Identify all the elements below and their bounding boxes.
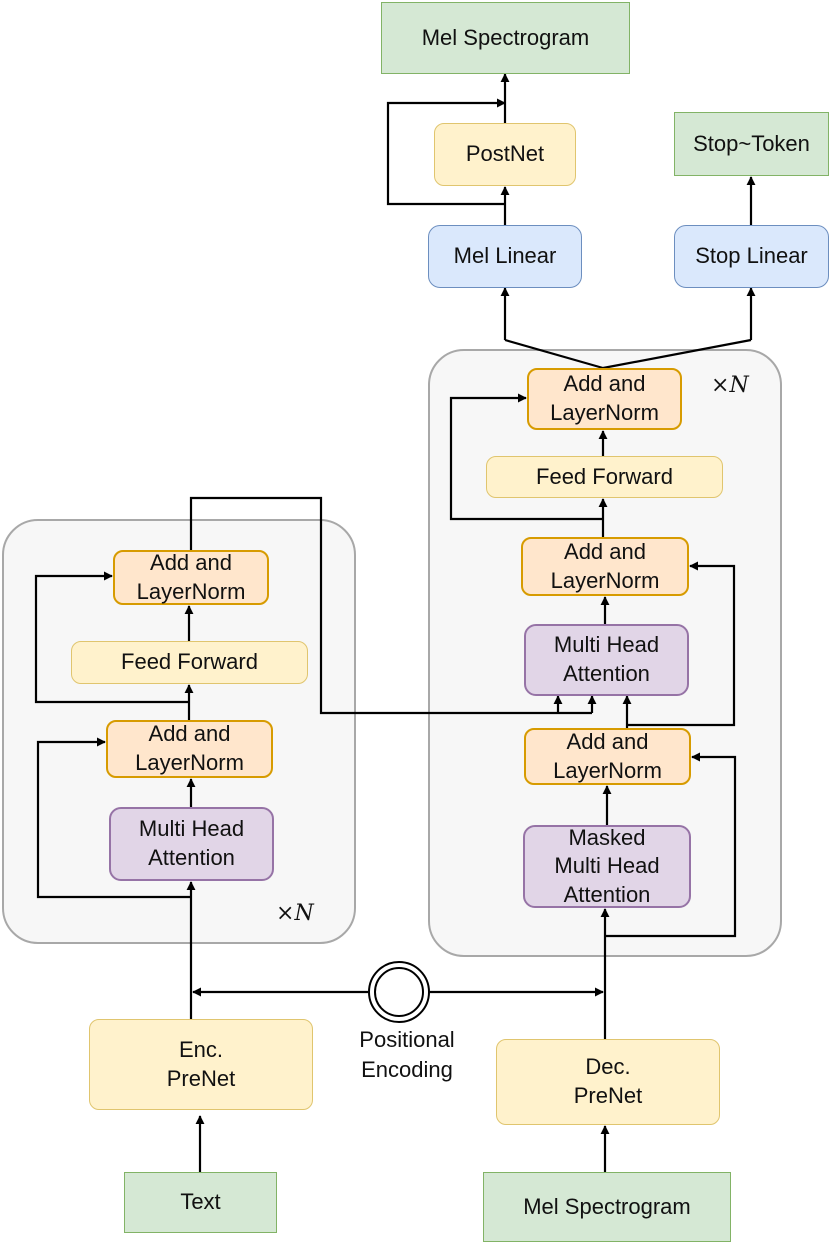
decoder-feed-forward: Feed Forward [486, 456, 723, 498]
stop-linear-block: Stop Linear [674, 225, 829, 288]
decoder-masked-attention: Masked Multi Head Attention [523, 825, 691, 908]
dec-residual-3 [449, 393, 603, 521]
enc-residual-1 [36, 737, 191, 899]
mel-linear-block: Mel Linear [428, 225, 582, 288]
mel-spectrogram-output: Mel Spectrogram [381, 2, 630, 74]
encoder-add-norm-bottom: Add and LayerNorm [106, 720, 273, 778]
decoder-repeat-label: ×N [711, 373, 749, 398]
text-input: Text [124, 1172, 277, 1233]
mel-spectrogram-input: Mel Spectrogram [483, 1172, 731, 1242]
encoder-add-norm-top: Add and LayerNorm [113, 550, 269, 605]
decoder-output-split [504, 338, 752, 370]
decoder-cross-attention: Multi Head Attention [524, 624, 689, 696]
positional-encoding-label: Positional Encoding [359, 1027, 455, 1082]
encoder-feed-forward: Feed Forward [71, 641, 308, 684]
encoder-repeat-label: ×N [276, 901, 314, 926]
stop-token-output: Stop~Token [674, 112, 829, 176]
decoder-add-norm-top: Add and LayerNorm [527, 368, 682, 430]
encoder-prenet: Enc. PreNet [89, 1019, 313, 1110]
postnet-block: PostNet [434, 123, 576, 186]
encoder-attention: Multi Head Attention [109, 807, 274, 881]
dec-residual-2 [627, 561, 736, 727]
decoder-add-norm-mid: Add and LayerNorm [521, 537, 689, 596]
decoder-add-norm-bottom: Add and LayerNorm [524, 728, 691, 785]
dec-residual-1 [605, 752, 737, 938]
postnet-residual [386, 98, 506, 206]
decoder-prenet: Dec. PreNet [496, 1039, 720, 1125]
encoder-memory-line [189, 496, 592, 715]
enc-residual-2 [34, 571, 189, 704]
